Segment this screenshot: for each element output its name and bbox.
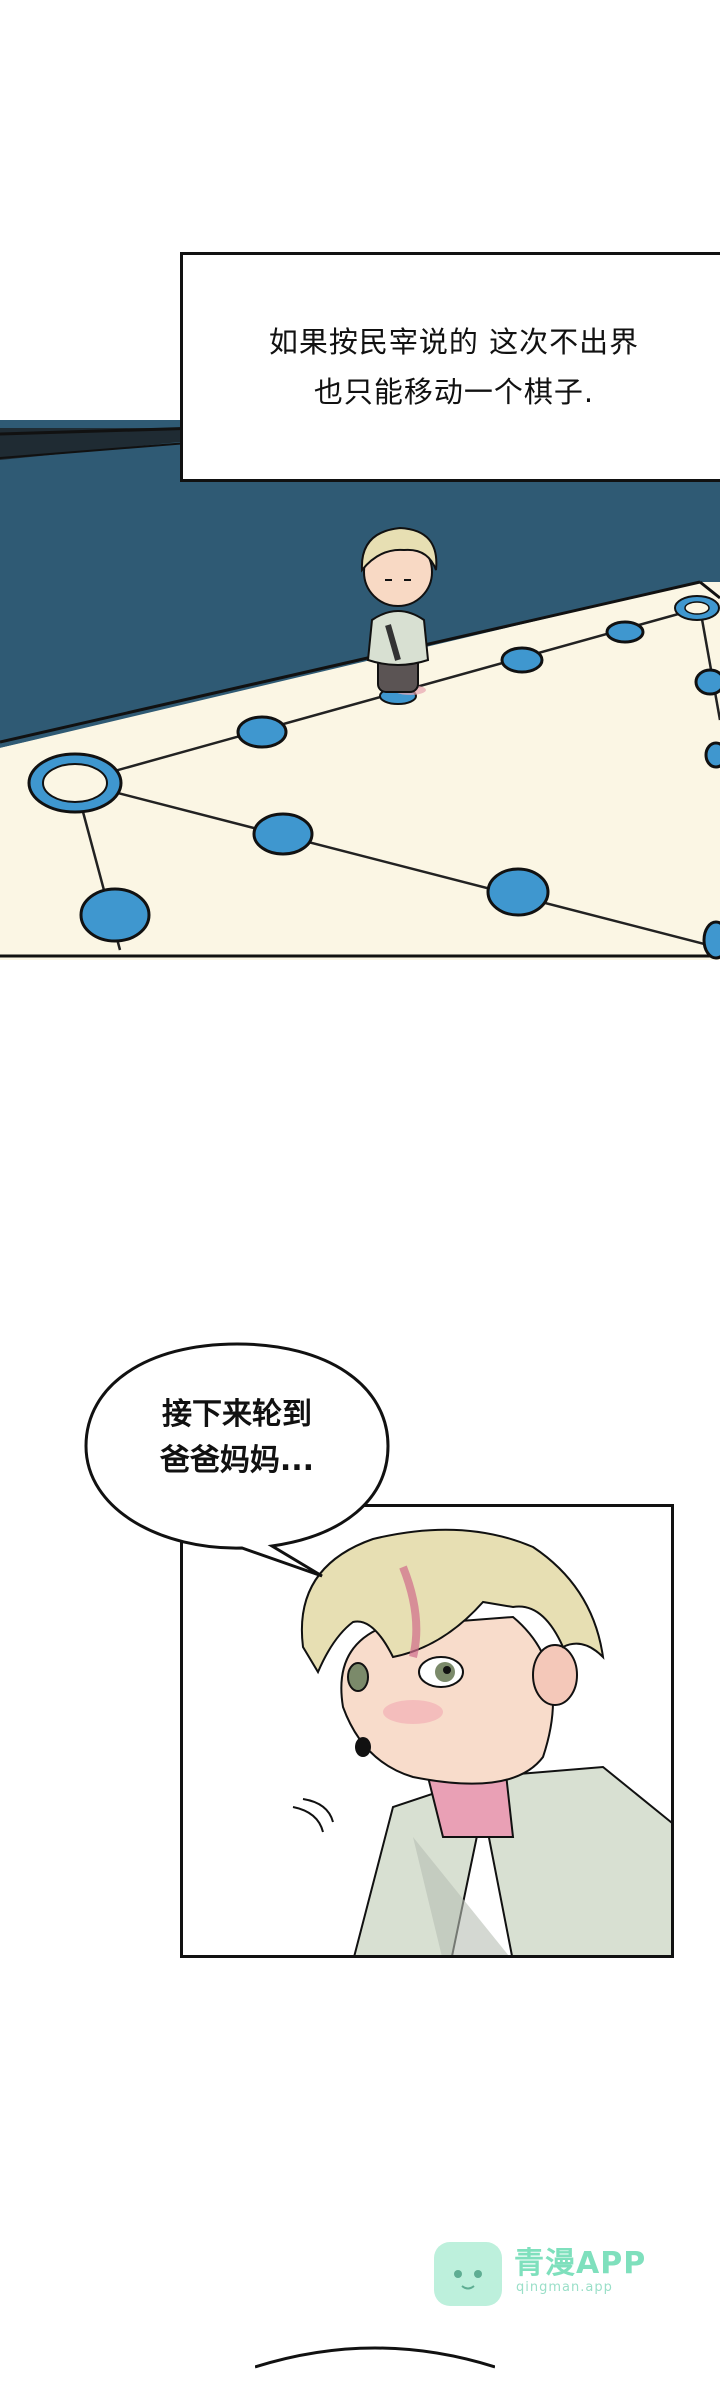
bubble-line: 接下来轮到 — [162, 1397, 312, 1432]
watermark: 青漫APP qingman.app — [430, 2232, 690, 2308]
cat-logo-icon — [434, 2242, 502, 2306]
character-closeup-panel — [180, 1504, 674, 1958]
speech-bubble: 接下来轮到 爸爸妈妈... — [82, 1340, 392, 1580]
caption-line: 也只能移动一个棋子. — [313, 375, 595, 409]
caption-line: 如果按民宰说的 这次不出界 — [268, 325, 640, 359]
watermark-title: 青漫APP — [514, 2246, 647, 2281]
bubble-line: 爸爸妈妈... — [159, 1443, 315, 1478]
dark-wall — [0, 420, 720, 748]
narration-caption-box: 如果按民宰说的 这次不出界 也只能移动一个棋子. — [180, 252, 720, 482]
character-illustration — [292, 1528, 671, 1955]
board-surface — [0, 582, 720, 960]
speech-bubble-shape — [84, 1342, 390, 1578]
board-scene-panel — [0, 420, 720, 960]
watermark-subtitle: qingman.app — [516, 2280, 613, 2295]
next-speech-bubble-edge — [255, 2346, 495, 2369]
board-tokens — [79, 620, 720, 960]
board-scene-illustration — [0, 420, 720, 960]
chibi-game-piece — [360, 526, 438, 705]
